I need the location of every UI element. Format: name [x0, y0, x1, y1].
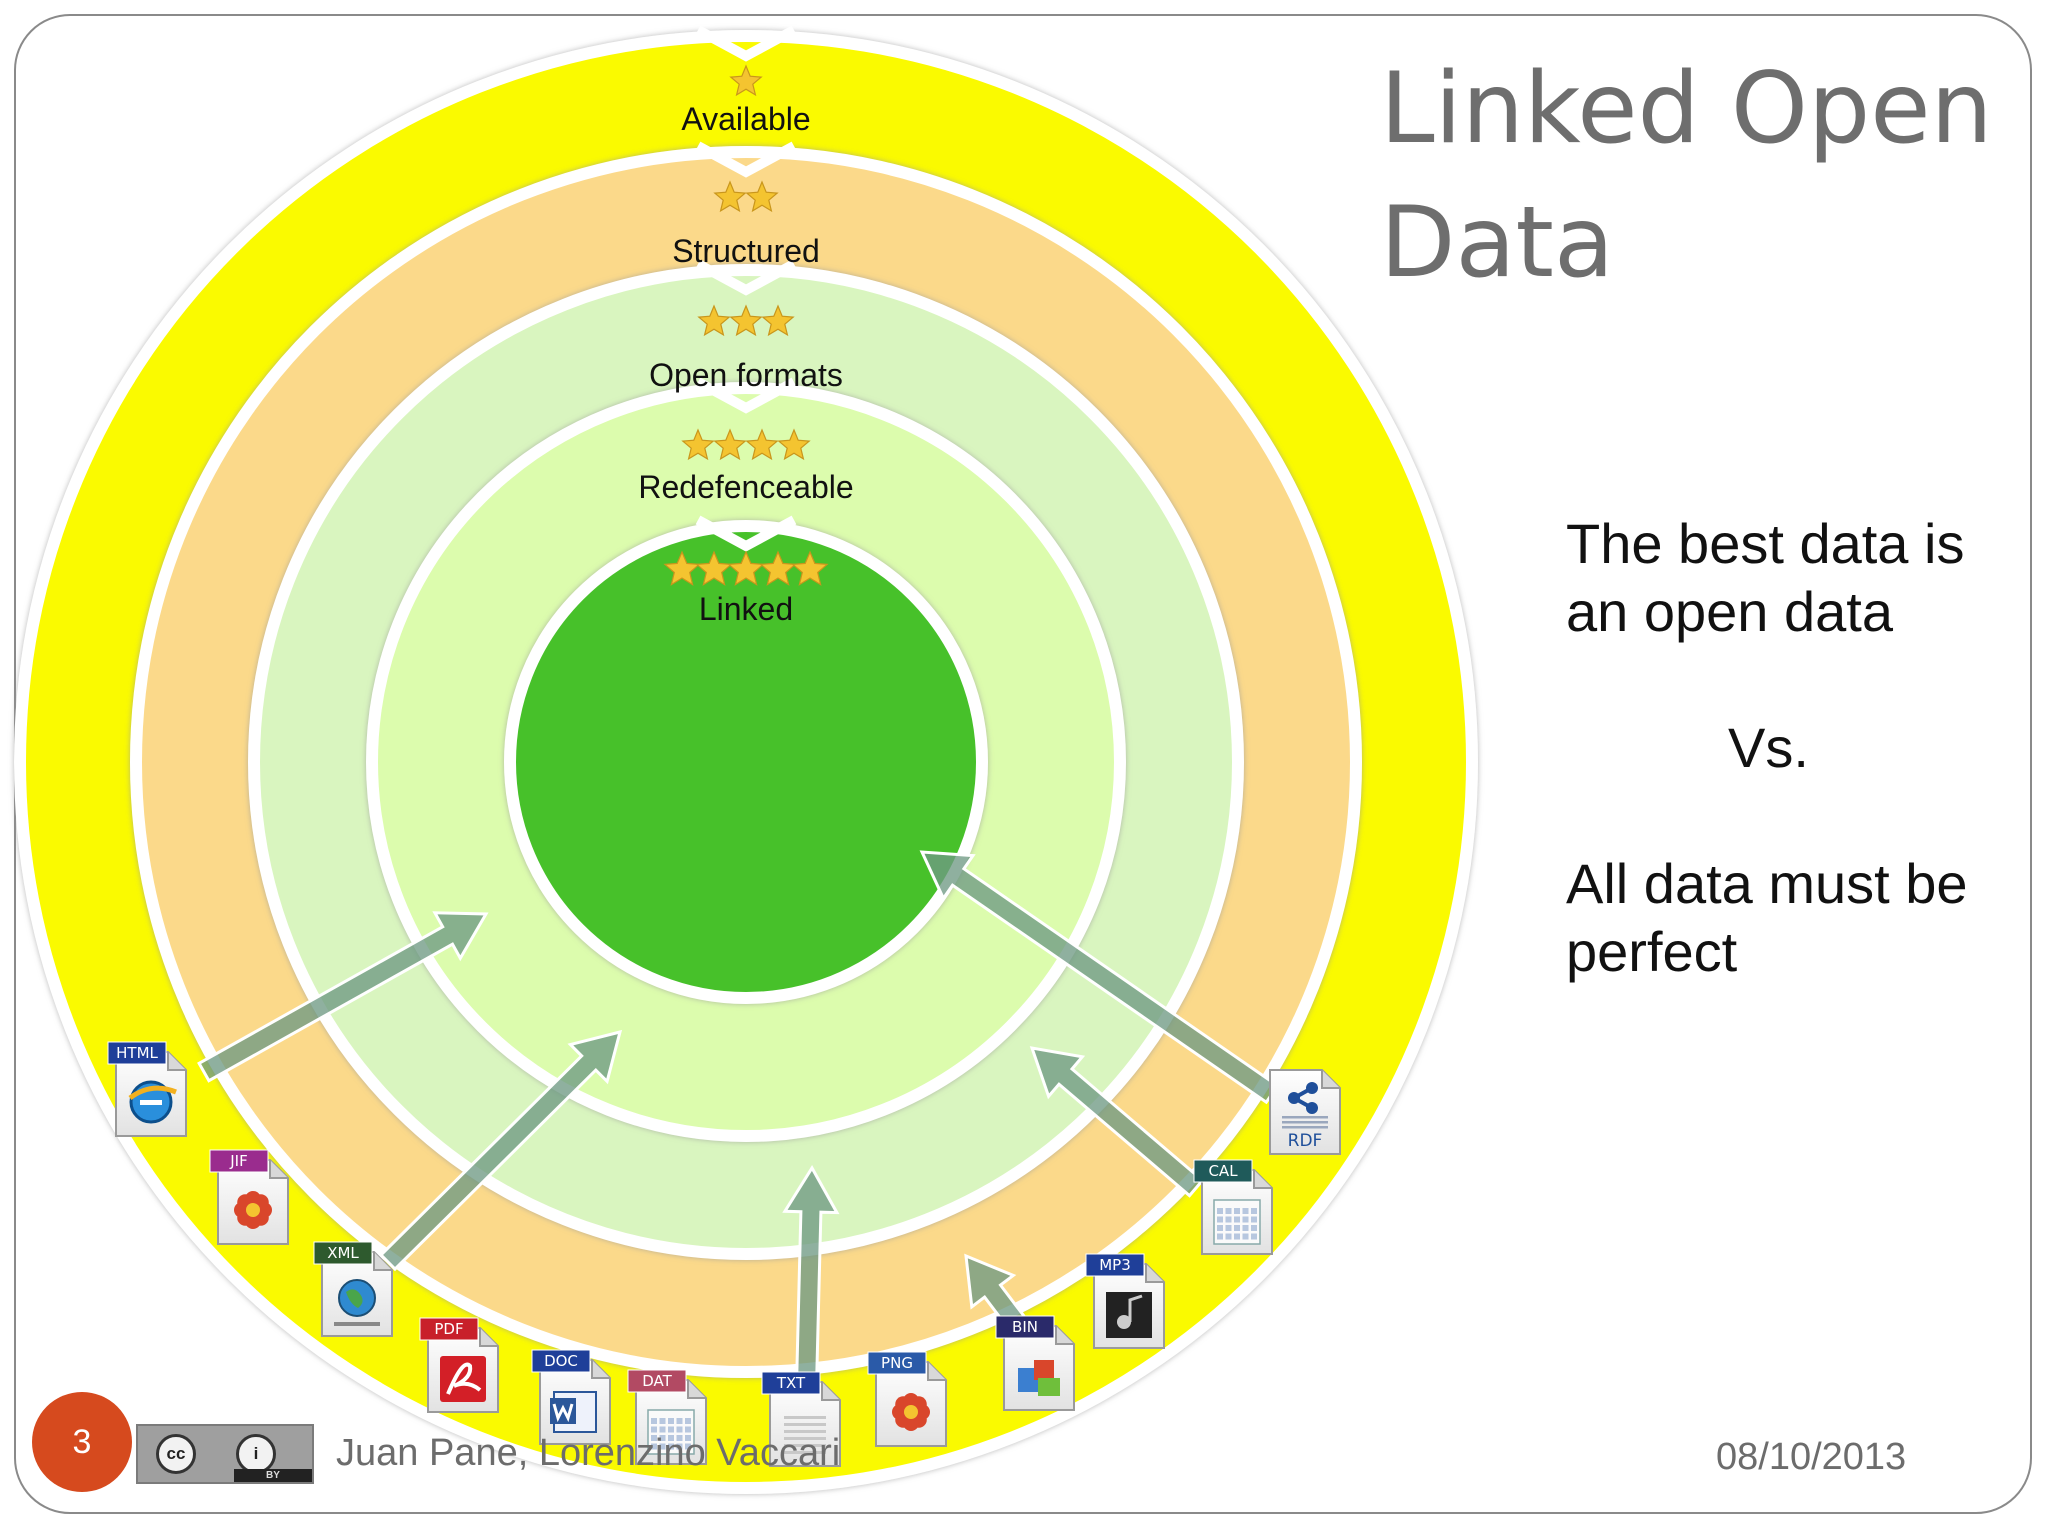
file-icon-dat: DAT [627, 1369, 707, 1465]
ring-label-available: Available [681, 101, 810, 137]
file-label: RDF [1288, 1131, 1323, 1151]
arrow-rdf-to-linked [919, 850, 1280, 1105]
file-label: TXT [776, 1374, 806, 1392]
file-icon-doc: DOC [531, 1349, 611, 1445]
cc-by-license-badge: cc i BY [136, 1424, 314, 1484]
star-icon [759, 550, 797, 586]
file-label: CAL [1208, 1162, 1238, 1180]
star-icon [663, 550, 701, 586]
star-icon [777, 428, 811, 461]
file-icon-mp3: MP3 [1085, 1253, 1165, 1349]
ring-label-open-formats: Open formats [649, 357, 843, 393]
calendar-grid-icon [647, 1409, 695, 1455]
body-versus: Vs. [1728, 716, 1809, 779]
file-icon-html: HTML [107, 1041, 187, 1137]
file-icon-jif: JIF [209, 1149, 289, 1245]
file-icon-bin: BIN [995, 1315, 1075, 1411]
acrobat-icon [440, 1356, 486, 1402]
body-line-1: The best data is [1566, 512, 1965, 575]
ring-linked [504, 520, 988, 1004]
arrow-html-to-redefenceable [197, 911, 489, 1083]
file-label: PNG [881, 1354, 913, 1372]
star-icon [727, 550, 765, 586]
file-icon-xml: XML [313, 1241, 393, 1337]
file-label: HTML [116, 1044, 158, 1062]
binary-blocks-icon [1018, 1360, 1060, 1396]
slide-title: Linked Open Data [1380, 42, 2020, 310]
file-icon-png: PNG [867, 1351, 947, 1447]
flower-image-icon [234, 1191, 272, 1229]
word-document-icon [550, 1391, 597, 1433]
arrow-xml-to-open-formats [378, 1029, 623, 1272]
footer-date: 08/10/2013 [1716, 1436, 1907, 1478]
internet-explorer-icon [128, 1080, 177, 1124]
star-icon [713, 428, 747, 461]
star-icon [761, 304, 795, 337]
flower-image-icon [892, 1393, 930, 1431]
file-label: MP3 [1099, 1256, 1131, 1274]
star-icon [697, 304, 731, 337]
rdf-share-icon [1282, 1082, 1328, 1129]
file-label: JIF [229, 1152, 247, 1170]
file-icon-pdf: PDF [419, 1317, 499, 1413]
globe-icon [334, 1279, 380, 1326]
ring-label-structured: Structured [672, 233, 820, 269]
file-icon-cal: CAL [1193, 1159, 1273, 1255]
file-label: BIN [1012, 1318, 1038, 1336]
file-label: DAT [642, 1372, 672, 1390]
calendar-grid-icon [1213, 1199, 1261, 1245]
body-line-3: All data must be [1566, 852, 1968, 915]
slide-number-badge: 3 [32, 1392, 132, 1492]
star-icon [729, 304, 763, 337]
ring-label-linked: Linked [699, 591, 793, 627]
title-line-2: Data [1380, 186, 1614, 300]
title-line-1: Linked Open [1380, 52, 1993, 166]
footer-authors: Juan Pane, Lorenzino Vaccari [336, 1432, 841, 1474]
cc-icon: cc [156, 1434, 196, 1474]
file-label: PDF [434, 1320, 463, 1338]
ring-notch-structured [695, 141, 797, 178]
file-label: DOC [544, 1352, 578, 1370]
music-icon [1106, 1292, 1152, 1338]
star-icon [681, 428, 715, 461]
by-label: BY [234, 1469, 312, 1482]
file-icon-txt: TXT [761, 1371, 841, 1467]
attribution-icon: i [236, 1434, 276, 1474]
star-icon [729, 64, 763, 97]
star-icon [745, 180, 779, 213]
slide-body-text: The best data is an open data Vs. All da… [1566, 510, 2026, 986]
star-icon [695, 550, 733, 586]
text-file-icon [784, 1416, 826, 1454]
ring-notch-open-formats [695, 259, 797, 296]
ring-notch-redefenceable [695, 377, 797, 414]
star-icon [745, 428, 779, 461]
file-icon-rdf: RDF [1269, 1069, 1341, 1155]
ring-label-redefenceable: Redefenceable [638, 469, 853, 505]
star-icon [791, 550, 829, 586]
body-line-4: perfect [1566, 920, 1738, 983]
star-icon [713, 180, 747, 213]
ring-notch-linked [695, 515, 797, 552]
arrow-cal-to-open-formats [1029, 1046, 1205, 1198]
ring-notch-available [695, 25, 797, 62]
file-label: XML [327, 1244, 359, 1262]
body-line-2: an open data [1566, 580, 1893, 643]
